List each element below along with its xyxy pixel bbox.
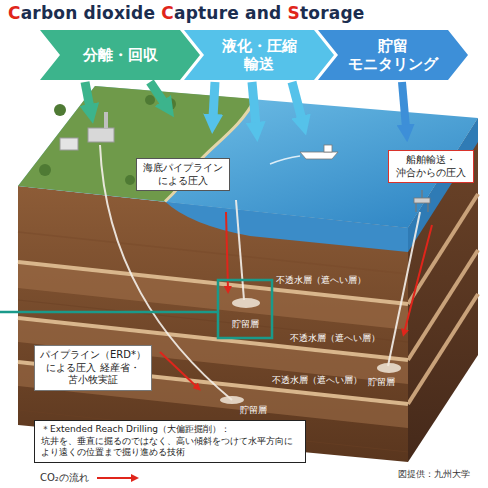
stage-label: 貯留 モニタリング	[345, 37, 441, 73]
block-top-face-part	[39, 164, 51, 176]
box-text: 船舶輸送・ 沖合からの圧入	[393, 154, 469, 179]
highlight-callout-part	[0, 311, 218, 314]
layer-label: 貯留層	[232, 320, 259, 330]
co2-flow-arrows	[160, 212, 432, 388]
block-top-face-part	[54, 104, 66, 116]
layer-label: 貯留層	[240, 406, 267, 416]
layer-label: 不透水層（遮へい層）	[276, 276, 366, 286]
layer-label: 不透水層（遮へい層）	[290, 334, 380, 344]
highlight-callout	[0, 280, 272, 338]
callout-box: 海底パイプライン による圧入	[136, 158, 230, 191]
block-right-face-part	[408, 294, 478, 404]
block-top-face-part	[145, 95, 155, 105]
stage-chevron: 分離・回収	[40, 30, 200, 80]
block-top-face-part	[324, 145, 332, 152]
block-top-face-part	[104, 112, 108, 128]
injection-wells-part	[220, 396, 244, 404]
stage-arrows	[85, 82, 406, 128]
co2-flow-arrows-part	[160, 352, 198, 388]
credit-note: 図提供：九州大学	[398, 470, 470, 480]
stage-label: 分離・回収	[83, 46, 158, 64]
injection-wells-part	[236, 200, 244, 300]
legend-arrow-head	[131, 474, 139, 482]
chevron-fill	[40, 30, 200, 80]
legend-arrow-sample	[95, 473, 141, 483]
callout-box: パイプライン（ERD*） による圧入 経産省・苫小牧実証	[34, 345, 152, 391]
stage-arrows-part	[150, 82, 165, 104]
title-initial: C	[161, 3, 174, 23]
stage-chevron: 貯留 モニタリング	[318, 30, 468, 80]
note-box: ＊Extended Reach Drilling（大偏距掘削）：坑井を、垂直に掘…	[34, 420, 306, 463]
layer-label: 不透水層（遮へい層）	[272, 376, 362, 386]
title-part: torage	[300, 3, 365, 23]
title-part: arbon dioxide	[21, 3, 162, 23]
box-text: 海底パイプライン による圧入	[141, 162, 225, 187]
stage-arrows-part	[213, 82, 215, 118]
stage-arrows-part	[252, 82, 256, 126]
block-top-face-part	[88, 128, 114, 142]
stage-arrows-part	[85, 82, 90, 108]
title: Carbon dioxide Capture and Storage	[8, 3, 365, 23]
highlight-callout-part	[218, 280, 272, 338]
legend-arrow-line	[97, 477, 133, 479]
stage-arrows-part	[292, 82, 302, 120]
legend: CO₂の流れ	[40, 471, 141, 485]
title-initial: S	[288, 3, 300, 23]
co2-flow-arrows-part	[404, 225, 432, 333]
block-top-face-part	[125, 175, 135, 185]
block-top-face-part	[60, 138, 78, 150]
block-top-face-part	[300, 152, 338, 159]
callout-box: 船舶輸送・ 沖合からの圧入	[388, 150, 474, 183]
injection-wells-part	[232, 298, 260, 308]
stage-label: 液化・圧縮 輸送	[219, 37, 299, 73]
block-top-face-part	[18, 86, 255, 202]
chevron-fill	[184, 30, 334, 80]
legend-text: CO₂の流れ	[40, 471, 89, 485]
title-part: apture and	[174, 3, 288, 23]
legend-row: CO₂の流れ	[40, 471, 141, 485]
block-top-face-part	[416, 190, 428, 212]
chevron-fill	[318, 30, 468, 80]
title-initial: C	[8, 3, 21, 23]
box-text: 坑井を、垂直に掘るのではなく、高い傾斜をつけて水平方向により遠くの位置まで掘り進…	[41, 436, 299, 459]
block-top-face-part	[414, 198, 430, 203]
block-front-face-part	[18, 262, 408, 304]
co2-flow-arrows-part	[226, 212, 228, 290]
injection-wells-part	[377, 363, 401, 373]
layer-label: 貯留層	[368, 378, 395, 388]
stage-chevron: 液化・圧縮 輸送	[184, 30, 334, 80]
stage-arrows-part	[402, 82, 406, 128]
block-right-face-part	[408, 250, 478, 360]
box-text: パイプライン（ERD*） による圧入 経産省・苫小牧実証	[39, 349, 147, 387]
block-top-face-part	[270, 156, 300, 164]
box-text: ＊Extended Reach Drilling（大偏距掘削）：	[41, 424, 299, 436]
